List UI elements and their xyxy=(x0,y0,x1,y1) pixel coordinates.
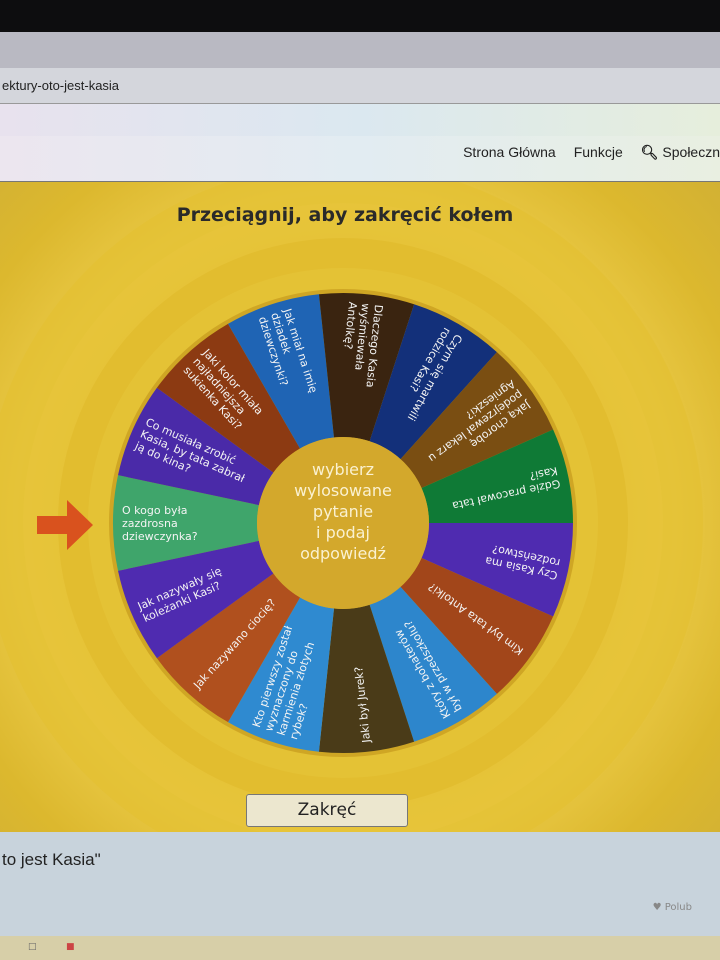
like-label: Polub xyxy=(664,902,692,913)
spin-wheel[interactable] xyxy=(0,182,720,832)
wheel-title: Przeciągnij, aby zakręcić kołem xyxy=(176,204,514,226)
wheel-segment xyxy=(156,573,300,723)
wheel-center xyxy=(257,437,429,609)
like-button[interactable]: ♥ Polub xyxy=(652,902,692,913)
taskbar: □ ■ xyxy=(0,936,720,960)
site-nav: Strona Główna Funkcje 🔍︎ Społeczn xyxy=(0,136,720,182)
wheel-segment xyxy=(118,387,274,506)
wheel-segment xyxy=(318,293,415,442)
wheel-segment xyxy=(228,294,335,449)
screen-bezel xyxy=(0,0,720,32)
spin-button[interactable]: Zakręć xyxy=(246,794,408,827)
wheel-segment xyxy=(118,540,274,659)
wheel-segment-label: O kogo była zazdrosna dziewczynka? xyxy=(122,503,198,543)
center-line: wybierz xyxy=(312,460,374,479)
toolbar-band xyxy=(0,104,720,136)
nav-link-features[interactable]: Funkcje xyxy=(573,144,623,160)
taskbar-icon[interactable]: ■ xyxy=(66,942,75,952)
wheel-stage: Przeciągnij, aby zakręcić kołem wybierz … xyxy=(0,182,720,832)
wheel-center-text: wybierz wylosowane pytanie i podaj odpow… xyxy=(262,459,424,564)
browser-tab-bar xyxy=(0,32,720,68)
wheel-segment xyxy=(112,475,259,571)
nav-link-home[interactable]: Strona Główna xyxy=(463,144,556,160)
wheel-segment xyxy=(228,597,335,752)
wheel-segment xyxy=(421,523,573,617)
nav-link-community[interactable]: 🔍︎ Społeczn xyxy=(640,144,720,160)
url-text[interactable]: ektury-oto-jest-kasia xyxy=(2,78,120,93)
center-line: i podaj xyxy=(316,523,370,542)
center-line: pytanie xyxy=(312,502,374,521)
wheel-segment xyxy=(400,352,554,489)
wheel-segment xyxy=(400,557,554,694)
address-bar[interactable]: ektury-oto-jest-kasia xyxy=(0,68,720,104)
pointer-arrow-icon xyxy=(37,500,93,550)
center-line: wylosowane xyxy=(294,481,392,500)
activity-info: to jest Kasia" ♥ Polub xyxy=(0,832,720,936)
wheel-segment xyxy=(421,429,573,523)
activity-title: to jest Kasia" xyxy=(2,850,101,869)
taskbar-icon[interactable]: □ xyxy=(28,942,37,952)
wheel-segment xyxy=(156,323,300,473)
wheel-segment xyxy=(318,604,415,753)
wheel-segment xyxy=(369,586,497,742)
center-line: odpowiedź xyxy=(300,544,386,563)
wheel-segment xyxy=(369,304,497,460)
search-icon: 🔍︎ xyxy=(640,144,659,160)
